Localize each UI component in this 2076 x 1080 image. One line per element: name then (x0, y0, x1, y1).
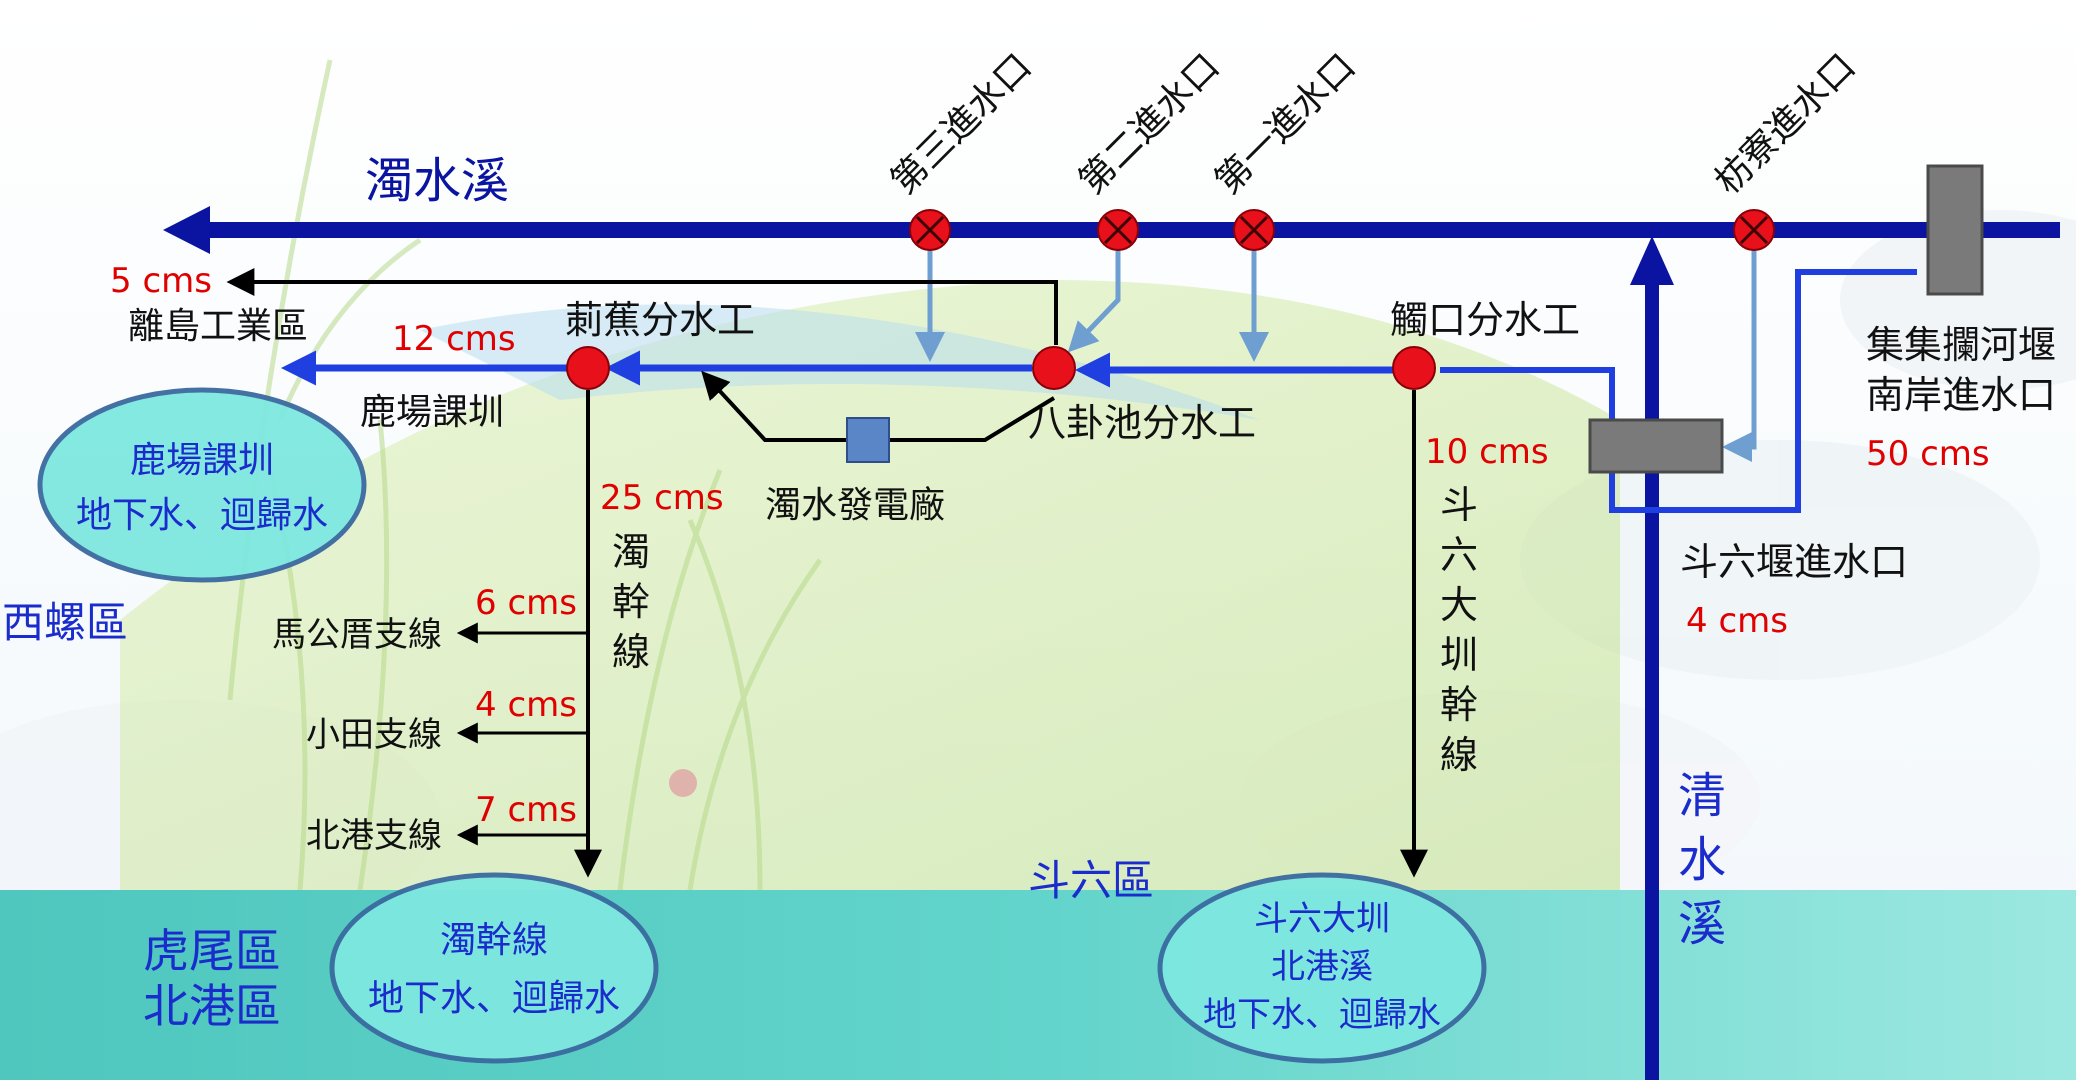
island-industrial-line (226, 268, 1058, 345)
douliu-canal-label-6: 線 (1440, 733, 1478, 777)
jiji-flow: 50 cms (1866, 434, 1990, 474)
mgc-flow: 6 cms (475, 583, 577, 623)
douliu-ellipse-line-2: 北港溪 (1271, 947, 1373, 987)
second-intake-valve (1097, 209, 1139, 251)
jiaojiao-node (566, 346, 610, 390)
douliu-canal-label-3: 大 (1440, 583, 1478, 627)
douliu-ellipse-line-1: 斗六大圳 (1254, 899, 1390, 939)
mgc-branch-label: 馬公厝支線 (272, 615, 442, 655)
douliu-intake-label: 斗六堰進水口 (1680, 540, 1908, 584)
douliu-canal-label-5: 幹 (1440, 683, 1478, 727)
ladybug-decoration (669, 769, 697, 797)
main-canal-label-3: 線 (612, 630, 650, 674)
qingshui-river-arrowhead (1630, 236, 1674, 285)
power-to-jiaojiao-line (701, 370, 846, 442)
chukou-node (1392, 346, 1436, 390)
lukang-ellipse: 鹿場課圳 地下水、迴歸水 (37, 387, 367, 583)
water-band (0, 890, 2076, 1080)
south-intake-label: 南岸進水口 (1866, 373, 2056, 417)
main-ellipse-line-1: 濁幹線 (440, 920, 548, 961)
main-canal-label-2: 幹 (612, 580, 650, 624)
third-intake-valve (909, 209, 951, 251)
lukang-flow: 12 cms (392, 319, 516, 359)
xiaotian-branch-label: 小田支線 (306, 715, 442, 755)
power-plant-label: 濁水發電廠 (765, 485, 945, 526)
jiji-weir-label: 集集攔河堰 (1866, 323, 2056, 367)
beigang-flow: 7 cms (475, 790, 577, 830)
south-intake-canal (1440, 269, 1917, 513)
douliu-region-label: 斗六區 (1028, 856, 1154, 905)
first-intake-valve (1233, 209, 1275, 251)
xiaotian-flow: 4 cms (475, 685, 577, 725)
bagua-label: 八卦池分水工 (1028, 401, 1256, 445)
huwei-region-label: 虎尾區 (143, 924, 281, 978)
fangliao-intake-valve (1733, 209, 1775, 251)
douliu-ellipse-line-3: 地下水、迴歸水 (1203, 995, 1441, 1035)
jiaojiao-label: 莿蕉分水工 (565, 298, 755, 342)
island-industrial-label: 離島工業區 (128, 306, 308, 347)
douliu-canal-label-2: 六 (1440, 533, 1478, 577)
douliu-canal-label-4: 圳 (1440, 633, 1478, 677)
second-intake-feeder (1067, 245, 1121, 353)
fangliao-intake-feeder (1722, 245, 1757, 462)
jiji-weir-gate (1926, 164, 1984, 296)
lukang-ellipse-line-1: 鹿場課圳 (130, 440, 274, 481)
lukang-canal-label: 鹿場課圳 (360, 392, 504, 433)
island-flow: 5 cms (110, 261, 212, 301)
qingshui-label-1: 清 (1678, 768, 1726, 824)
xiluo-region-label: 西螺區 (2, 598, 128, 647)
beigang-branch-label: 北港支線 (306, 816, 442, 856)
main-ellipse-line-2: 地下水、迴歸水 (368, 978, 620, 1019)
qingshui-label-2: 水 (1678, 832, 1726, 888)
douliu-canal-label-1: 斗 (1440, 483, 1478, 527)
beigang-region-label: 北港區 (143, 979, 281, 1033)
main-canal-ellipse: 濁幹線 地下水、迴歸水 (329, 872, 659, 1064)
stream-background (420, 304, 1260, 420)
lukang-ellipse-line-2: 地下水、迴歸水 (76, 495, 328, 536)
douliu-canal-flow: 10 cms (1425, 432, 1549, 472)
zhuoshui-river-label: 濁水溪 (365, 153, 509, 209)
qingshui-label-3: 溪 (1678, 896, 1726, 952)
douliu-ellipse: 斗六大圳 北港溪 地下水、迴歸水 (1157, 872, 1487, 1064)
power-plant-box (846, 417, 890, 463)
bagua-node (1032, 346, 1076, 390)
main-canal-label-1: 濁 (612, 530, 650, 574)
douliu-intake-flow: 4 cms (1686, 601, 1788, 641)
main-canal-flow: 25 cms (600, 478, 724, 518)
douliu-weir-gate (1588, 418, 1724, 474)
chukou-label: 觸口分水工 (1390, 298, 1580, 342)
bagua-to-power-line (888, 396, 1056, 442)
zhuoshui-river-arrowhead (163, 206, 210, 254)
hill-background (120, 280, 1620, 890)
